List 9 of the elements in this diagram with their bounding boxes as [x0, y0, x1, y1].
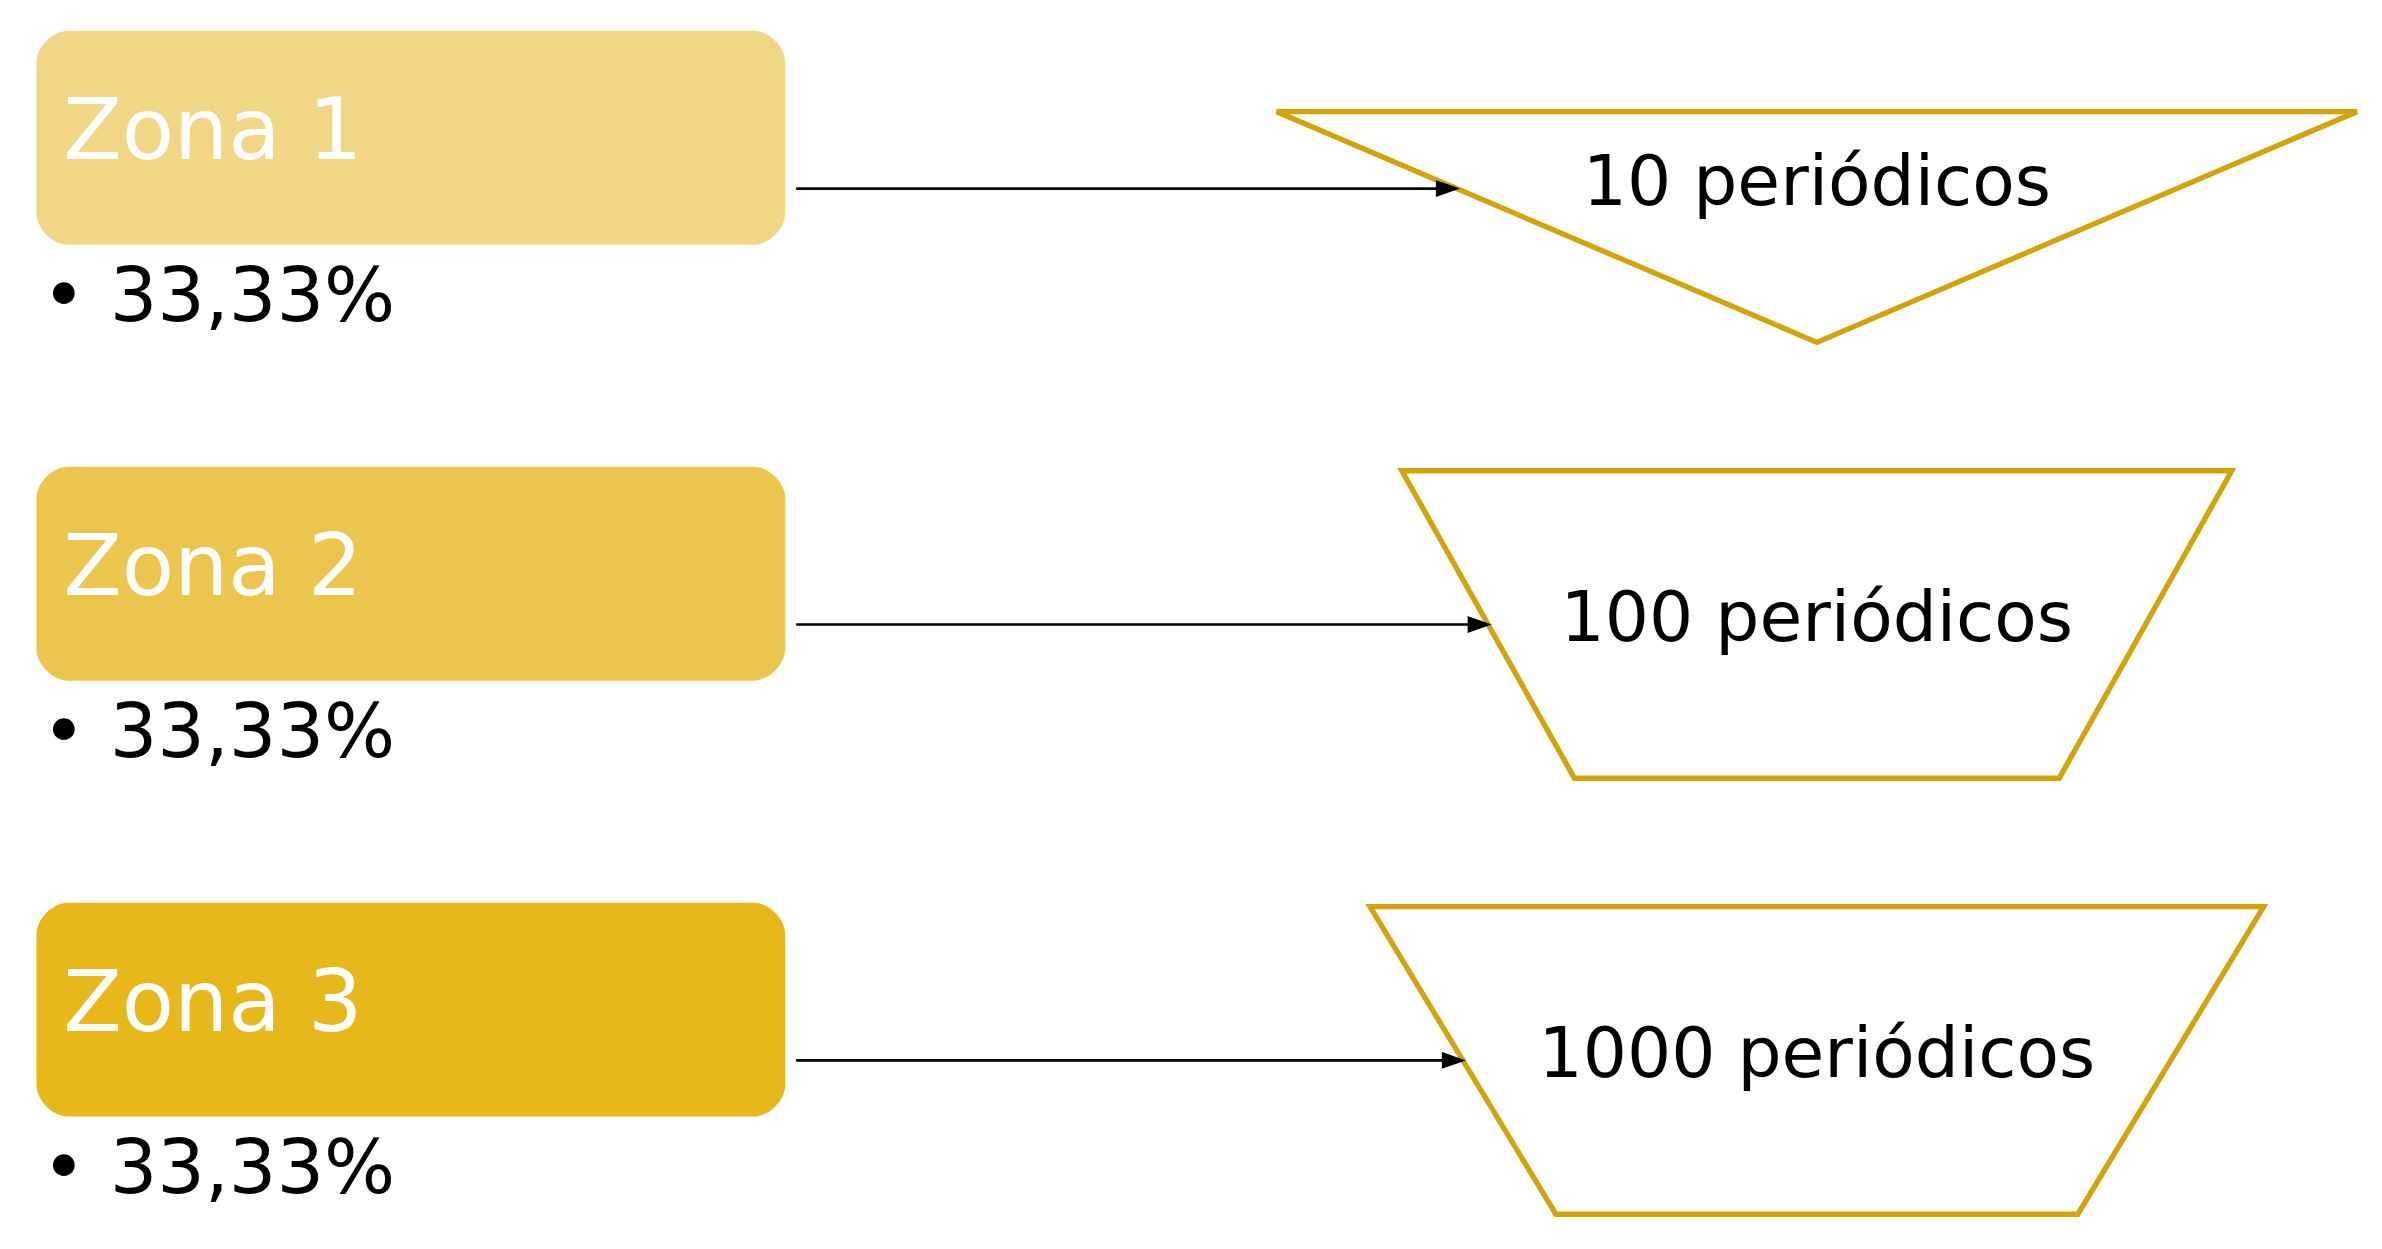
arrow: [796, 1052, 1466, 1069]
node-label: • 33,33%: [41, 686, 396, 775]
node-label: • 33,33%: [41, 250, 396, 339]
arrow: [796, 180, 1460, 197]
node-label: • 33,33%: [41, 1122, 396, 1211]
node-box: Zona 1: [36, 30, 786, 245]
arrow: [796, 616, 1492, 633]
node-box: Zona 3: [36, 902, 786, 1117]
node-box: Zona 2: [36, 466, 786, 681]
